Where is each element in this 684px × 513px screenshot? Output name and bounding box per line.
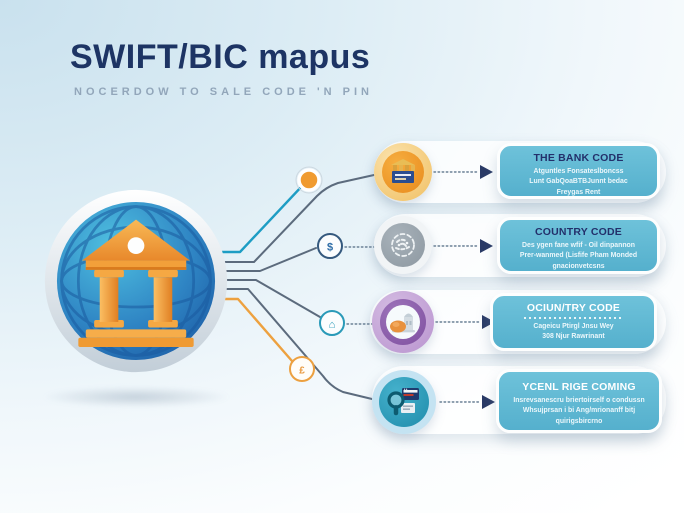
step-circle-country-code [374,216,432,274]
card-text-line: Lunt GabQoaBTBJunnt bedac [529,178,628,186]
card-text-line: Freygas Rent [556,188,601,196]
card-location-code: OCIUN/TRY CODE Cageicu Ptirgl Jnsu Wey 3… [490,293,657,351]
card-title: YCENL RIGE COMING [522,381,636,393]
card-text-line: Insrevsanescru briertoirself o condussn [513,397,645,404]
card-text-line: Whsujprsan i bi Ang/mrionanff bitj [522,407,636,415]
card-bank-code: THE BANK CODE Atguntles Fonsateslboncss … [497,143,660,199]
dot-d-glyph: £ [299,366,305,377]
dot-b-glyph: $ [327,242,333,254]
hub-shadow [38,386,234,408]
step-circle-location-code [372,291,434,353]
connector-line-row1 [205,174,375,263]
hub-globe-bank [43,188,229,374]
step-circle-branch-code [372,370,436,434]
card-branch-code: YCENL RIGE COMING Insrevsanescru brierto… [496,369,662,433]
step-circle-bank-code [374,143,432,201]
card-text-line: Cageicu Ptirgl Jnsu Wey [533,323,614,330]
card-text-line: Atguntles Fonsateslboncss [533,168,624,175]
card-title: THE BANK CODE [533,152,624,164]
connector-dot-C: ⌂ [319,310,345,336]
card-text-line: quirigsbircrno [555,417,603,425]
card-title: OCIUN/TRY CODE [526,302,621,314]
card-text-line: gnacionvetcsns [552,262,605,270]
page-subtitle: NOCERDOW TO SALE CODE 'N PIN [74,86,373,98]
title-underline-squiggle [524,317,623,319]
dot-c-glyph: ⌂ [329,319,336,331]
search-card-icon [379,377,429,427]
connector-dot-D: £ [289,356,315,382]
globe-bank-icon [44,189,228,373]
bank-building-glyph [78,219,194,348]
bank-building-icon [382,151,424,193]
page-title: SWIFT/BIC mapus [70,38,371,76]
card-text-line: 308 Njur Rawrinant [542,333,605,341]
card-title: COUNTRY CODE [535,226,622,238]
connector-dot-B: $ [317,233,343,259]
card-text-line: Des ygen fane wfif - Oil dinpannon [522,242,635,249]
card-text-line: Prer-wanmed (Lisfife Pham Monded [519,252,638,260]
connector-dot-A [295,166,323,194]
globe-emblem-icon [381,223,425,267]
card-country-code: COUNTRY CODE Des ygen fane wfif - Oil di… [497,217,660,274]
landmark-icon [380,299,426,345]
connector-line-row4 [205,288,373,400]
